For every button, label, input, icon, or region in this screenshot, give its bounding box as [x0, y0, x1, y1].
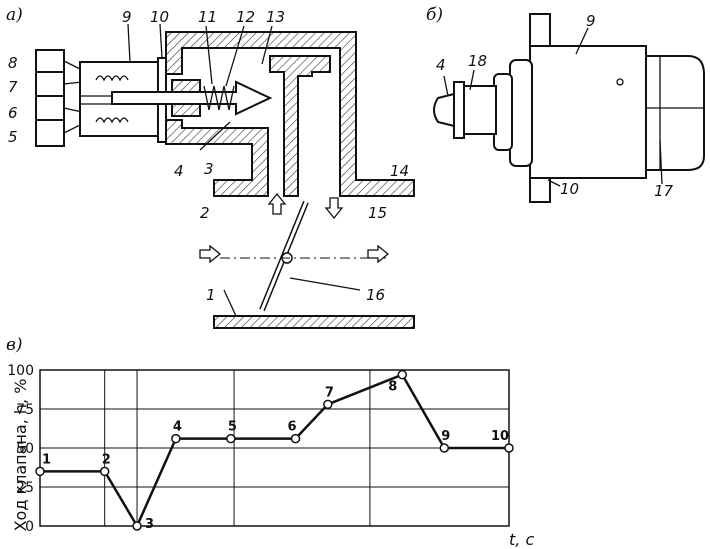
chart-grid — [39, 369, 510, 527]
panel-a-label: а) — [6, 5, 23, 25]
flow-arrows — [199, 192, 390, 264]
y-tick-label: 100 — [7, 363, 34, 379]
point-label: 8 — [388, 380, 397, 395]
data-point — [132, 521, 142, 531]
label-13: 13 — [266, 8, 285, 26]
point-label: 3 — [145, 517, 154, 532]
label-b-9: 9 — [586, 12, 596, 30]
leader-lines — [127, 23, 361, 317]
label-3: 3 — [204, 160, 214, 178]
label-15: 15 — [368, 204, 387, 222]
data-point — [99, 466, 110, 477]
x-axis-title: t, с — [509, 530, 534, 549]
valve-stem — [111, 80, 273, 116]
y-tick-label: 50 — [16, 441, 34, 457]
panel-a-diagram: а) — [6, 5, 415, 329]
label-7: 7 — [8, 78, 18, 96]
chart-series: 1 2 3 4 5 6 7 8 9 10 — [35, 369, 514, 532]
label-b-10: 10 — [560, 180, 579, 198]
throttle-plate — [220, 200, 386, 312]
point-label: 5 — [228, 420, 237, 435]
point-label: 1 — [42, 452, 51, 467]
label-2: 2 — [200, 204, 210, 222]
point-label: 7 — [325, 385, 334, 400]
point-label: 2 — [102, 452, 111, 467]
data-point — [397, 369, 408, 380]
point-label: 6 — [288, 420, 297, 435]
data-point — [504, 443, 514, 453]
data-point — [323, 399, 333, 410]
label-9: 9 — [122, 8, 132, 26]
data-point — [171, 433, 181, 444]
label-b-4: 4 — [436, 56, 446, 74]
panel-c-label: в) — [6, 335, 23, 355]
y-tick-label: 75 — [16, 402, 34, 418]
label-12: 12 — [236, 8, 255, 26]
y-tick-label: 25 — [16, 480, 34, 496]
label-8: 8 — [8, 54, 18, 72]
data-point — [439, 443, 450, 453]
label-4: 4 — [174, 162, 184, 180]
data-point — [290, 433, 301, 444]
label-16: 16 — [366, 286, 385, 304]
label-5: 5 — [8, 128, 18, 146]
label-1: 1 — [206, 286, 216, 304]
y-axis-title: Ход клапана, h, % — [11, 379, 30, 532]
data-point — [35, 466, 45, 477]
data-point — [226, 433, 236, 444]
y-tick-label: 0 — [25, 519, 34, 535]
base-plate — [213, 315, 415, 329]
label-11: 11 — [198, 8, 217, 26]
label-14: 14 — [390, 162, 409, 180]
valve-travel-line — [40, 373, 509, 529]
label-b-18: 18 — [468, 52, 487, 70]
y-tick-labels: 0 25 50 75 100 — [7, 363, 34, 535]
panel-b-diagram: б) 4 18 9 10 17 — [426, 5, 705, 203]
connector-terminals — [35, 49, 83, 147]
label-b-17: 17 — [654, 182, 674, 200]
point-label: 4 — [173, 420, 182, 435]
panel-b-label: б) — [426, 5, 443, 25]
point-label: 10 — [491, 429, 509, 444]
point-label: 9 — [441, 429, 450, 444]
label-10: 10 — [150, 8, 169, 26]
label-6: 6 — [8, 104, 18, 122]
valve-housing — [165, 31, 415, 197]
